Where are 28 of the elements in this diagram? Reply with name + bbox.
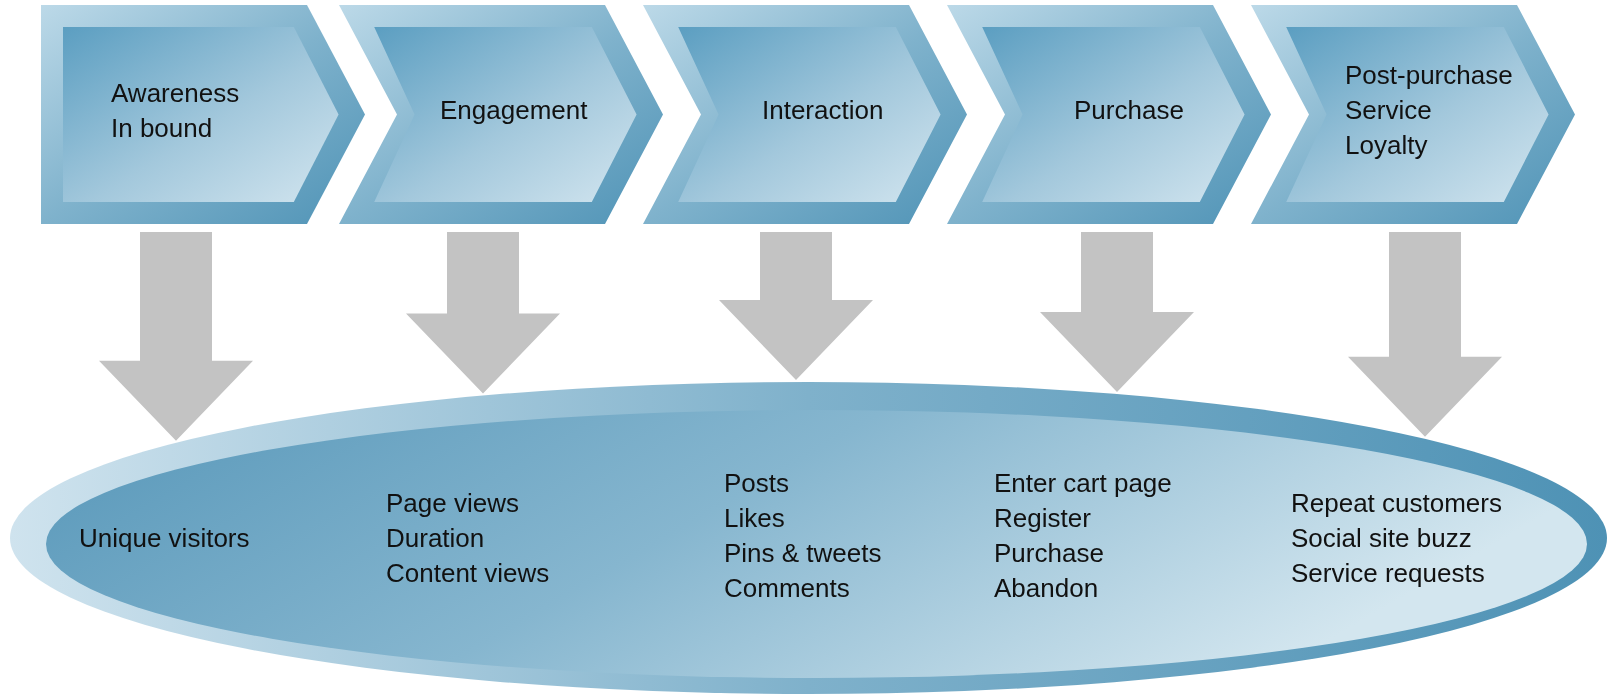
stage-label: Interaction <box>762 94 884 127</box>
stage-label: Service <box>1345 94 1433 127</box>
metric-label: Purchase <box>994 537 1105 570</box>
block-arrow <box>406 232 560 394</box>
metric-label: Repeat customers <box>1291 487 1502 520</box>
metric-label: Content views <box>386 557 550 590</box>
stage-label: Purchase <box>1074 94 1184 127</box>
metric-label: Service requests <box>1291 557 1486 590</box>
stage-label: Awareness <box>111 77 240 110</box>
metric-label: Social site buzz <box>1291 522 1473 555</box>
block-arrow <box>1040 232 1194 393</box>
stage-label: Post-purchase <box>1345 59 1513 92</box>
metric-label: Register <box>994 502 1092 535</box>
metric-label: Posts <box>724 467 791 500</box>
stage-label: In bound <box>111 112 214 145</box>
metric-label: Page views <box>386 487 520 520</box>
block-arrow <box>1348 232 1502 437</box>
metric-label: Abandon <box>994 572 1100 605</box>
metric-label: Comments <box>724 572 851 605</box>
metric-label: Duration <box>386 522 486 555</box>
metric-label: Unique visitors <box>79 522 250 555</box>
metric-label: Enter cart page <box>994 467 1172 500</box>
metric-label: Likes <box>724 502 786 535</box>
stage-label: Engagement <box>440 94 588 127</box>
block-arrow <box>719 232 873 380</box>
block-arrow <box>99 232 253 441</box>
stage-label: Loyalty <box>1345 129 1429 162</box>
metric-label: Pins & tweets <box>724 537 882 570</box>
